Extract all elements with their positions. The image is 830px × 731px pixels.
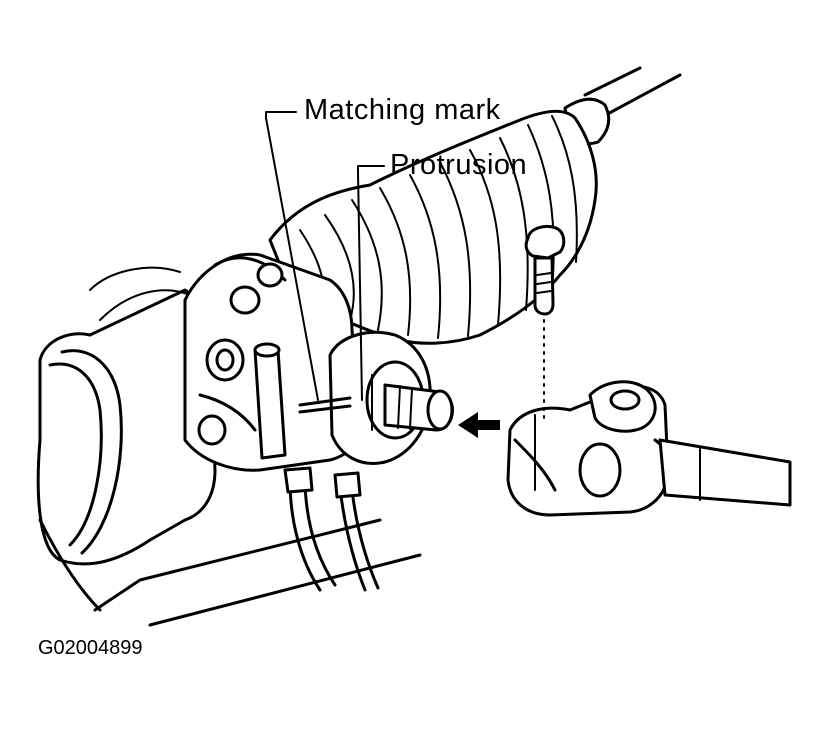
figure-id: G02004899 — [38, 637, 143, 659]
rack-housing — [36, 266, 422, 627]
protrusion-label: Protrusion — [390, 149, 528, 181]
bolt-icon — [524, 224, 566, 421]
matching-mark-label: Matching mark — [304, 94, 501, 126]
fittings — [197, 262, 287, 460]
tie-rod — [583, 66, 682, 120]
leader-matching-mark — [265, 111, 319, 401]
leader-protrusion — [357, 165, 385, 401]
hydraulic-lines — [283, 466, 380, 592]
matching-mark — [298, 396, 352, 414]
arrow-icon — [458, 412, 500, 438]
intermediate-shaft-yoke — [506, 380, 702, 517]
intermediate-shaft — [658, 438, 792, 507]
input-shaft — [383, 383, 454, 432]
rubber-boot — [268, 110, 598, 345]
